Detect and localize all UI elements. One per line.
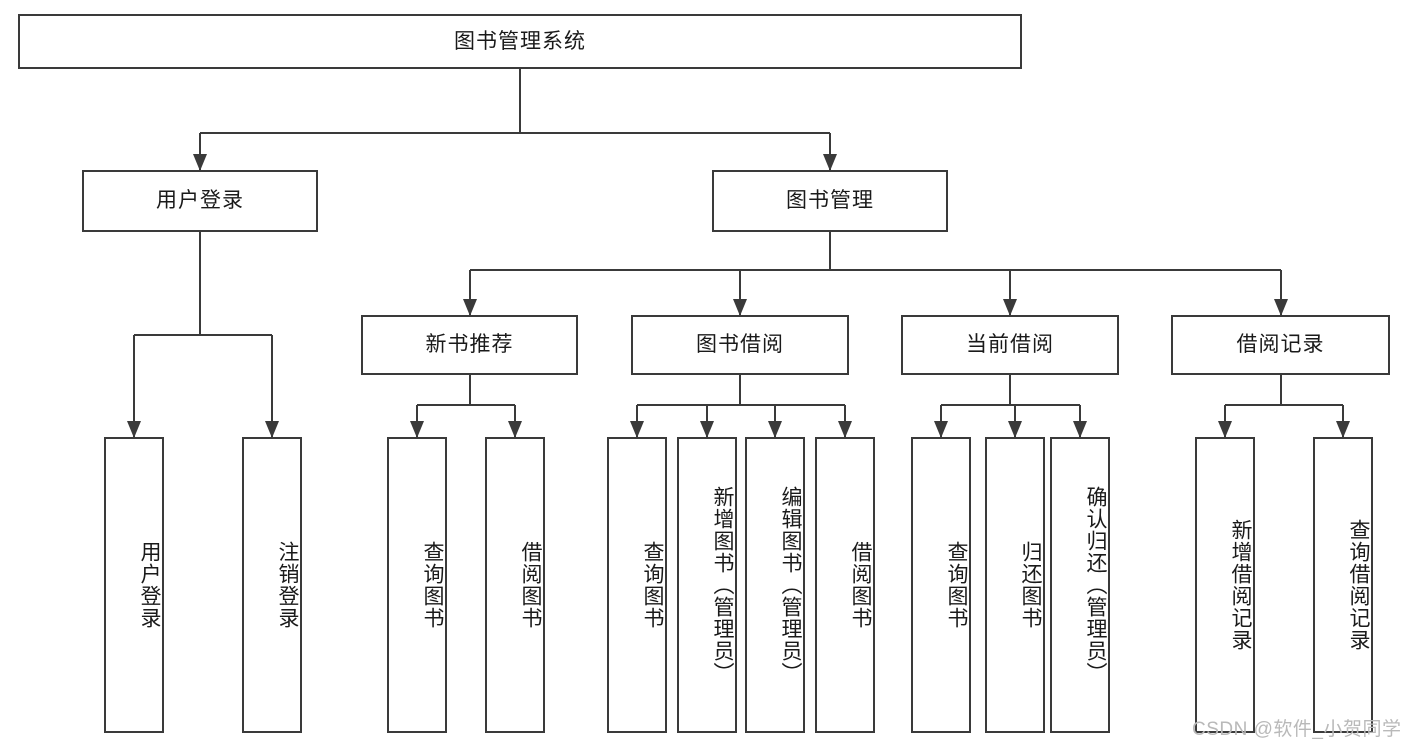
node-leaf-borrow-book-label: 借阅图书 (849, 541, 872, 629)
arrowhead-icon (410, 421, 424, 438)
node-leaf-add-book-label: 新增图书（管理员） (711, 486, 734, 684)
node-new-book-recommend-label: 新书推荐 (425, 333, 514, 357)
node-leaf-query-book-recommend-label: 查询图书 (421, 541, 444, 629)
node-user-login-label: 用户登录 (156, 189, 244, 213)
arrowhead-icon (1336, 421, 1350, 438)
arrowhead-icon (127, 421, 141, 438)
node-book-borrow[interactable]: 图书借阅 (631, 315, 849, 375)
connector-stem (1279, 375, 1282, 405)
arrowhead-icon (508, 421, 522, 438)
arrowhead-icon (1073, 421, 1087, 438)
node-leaf-return-book-label: 归还图书 (1019, 541, 1042, 629)
connector-bus (417, 404, 515, 406)
node-leaf-query-book-recommend[interactable]: 查询图书 (387, 437, 447, 733)
connector-bus (941, 404, 1080, 406)
node-leaf-query-book-current-label: 查询图书 (945, 541, 968, 629)
arrowhead-icon (630, 421, 644, 438)
node-leaf-user-login-label: 用户登录 (138, 541, 161, 629)
connector-stem (468, 375, 471, 405)
connector-drop (271, 335, 273, 437)
node-leaf-confirm-return-label: 确认归还（管理员） (1084, 486, 1107, 684)
connector-drop (199, 133, 201, 170)
node-leaf-query-book-borrow[interactable]: 查询图书 (607, 437, 667, 733)
connector-drop (739, 270, 741, 315)
connector-stem (1009, 375, 1011, 405)
connector-bus (637, 404, 845, 406)
node-user-login[interactable]: 用户登录 (82, 170, 318, 232)
connector-stem (739, 375, 741, 405)
node-leaf-query-borrow-record[interactable]: 查询借阅记录 (1313, 437, 1373, 733)
node-leaf-query-borrow-record-label: 查询借阅记录 (1347, 519, 1370, 651)
node-root-system[interactable]: 图书管理系统 (18, 14, 1022, 69)
node-current-borrow-label: 当前借阅 (966, 333, 1054, 357)
node-book-manage-label: 图书管理 (786, 189, 874, 213)
arrowhead-icon (1008, 421, 1022, 438)
connector-drop (829, 133, 831, 170)
arrowhead-icon (823, 154, 837, 171)
arrowhead-icon (1003, 299, 1017, 316)
csdn-watermark: CSDN @软件_小贺同学 (1192, 719, 1402, 740)
node-leaf-query-book-borrow-label: 查询图书 (641, 541, 664, 629)
node-leaf-return-book[interactable]: 归还图书 (985, 437, 1045, 733)
connector-bus (200, 132, 830, 134)
node-leaf-logout-login-label: 注销登录 (276, 541, 299, 629)
node-borrow-record[interactable]: 借阅记录 (1171, 315, 1390, 375)
node-leaf-add-book[interactable]: 新增图书（管理员） (677, 437, 737, 733)
node-leaf-user-login[interactable]: 用户登录 (104, 437, 164, 733)
connector-drop (1009, 270, 1011, 315)
node-root-label: 图书管理系统 (454, 29, 586, 53)
connector-stem (829, 232, 831, 270)
node-new-book-recommend[interactable]: 新书推荐 (361, 315, 578, 375)
arrowhead-icon (462, 299, 477, 316)
connector-stem (519, 69, 521, 133)
node-borrow-record-label: 借阅记录 (1236, 333, 1325, 357)
connector-bus (1225, 404, 1343, 406)
arrowhead-icon (1218, 421, 1232, 438)
arrowhead-icon (768, 421, 782, 438)
arrowhead-icon (1273, 299, 1288, 316)
node-leaf-edit-book[interactable]: 编辑图书（管理员） (745, 437, 805, 733)
arrowhead-icon (838, 421, 852, 438)
arrowhead-icon (934, 421, 948, 438)
connector-drop (468, 270, 471, 315)
arrowhead-icon (265, 421, 279, 438)
node-leaf-logout-login[interactable]: 注销登录 (242, 437, 302, 733)
connector-bus (134, 334, 272, 336)
connector-drop (133, 335, 135, 437)
node-leaf-add-borrow-record-label: 新增借阅记录 (1229, 519, 1252, 651)
node-leaf-confirm-return[interactable]: 确认归还（管理员） (1050, 437, 1110, 733)
node-book-manage[interactable]: 图书管理 (712, 170, 948, 232)
node-leaf-edit-book-label: 编辑图书（管理员） (779, 486, 802, 684)
node-leaf-query-book-current[interactable]: 查询图书 (911, 437, 971, 733)
node-leaf-add-borrow-record[interactable]: 新增借阅记录 (1195, 437, 1255, 733)
node-leaf-borrow-book-recommend[interactable]: 借阅图书 (485, 437, 545, 733)
node-leaf-borrow-book-recommend-label: 借阅图书 (519, 541, 542, 629)
connector-bus (469, 269, 1281, 271)
node-book-borrow-label: 图书借阅 (696, 333, 784, 357)
arrowhead-icon (700, 421, 714, 438)
node-leaf-borrow-book[interactable]: 借阅图书 (815, 437, 875, 733)
connector-stem (199, 232, 201, 335)
connector-drop (1279, 270, 1282, 315)
arrowhead-icon (193, 154, 207, 171)
arrowhead-icon (733, 299, 747, 316)
node-current-borrow[interactable]: 当前借阅 (901, 315, 1119, 375)
